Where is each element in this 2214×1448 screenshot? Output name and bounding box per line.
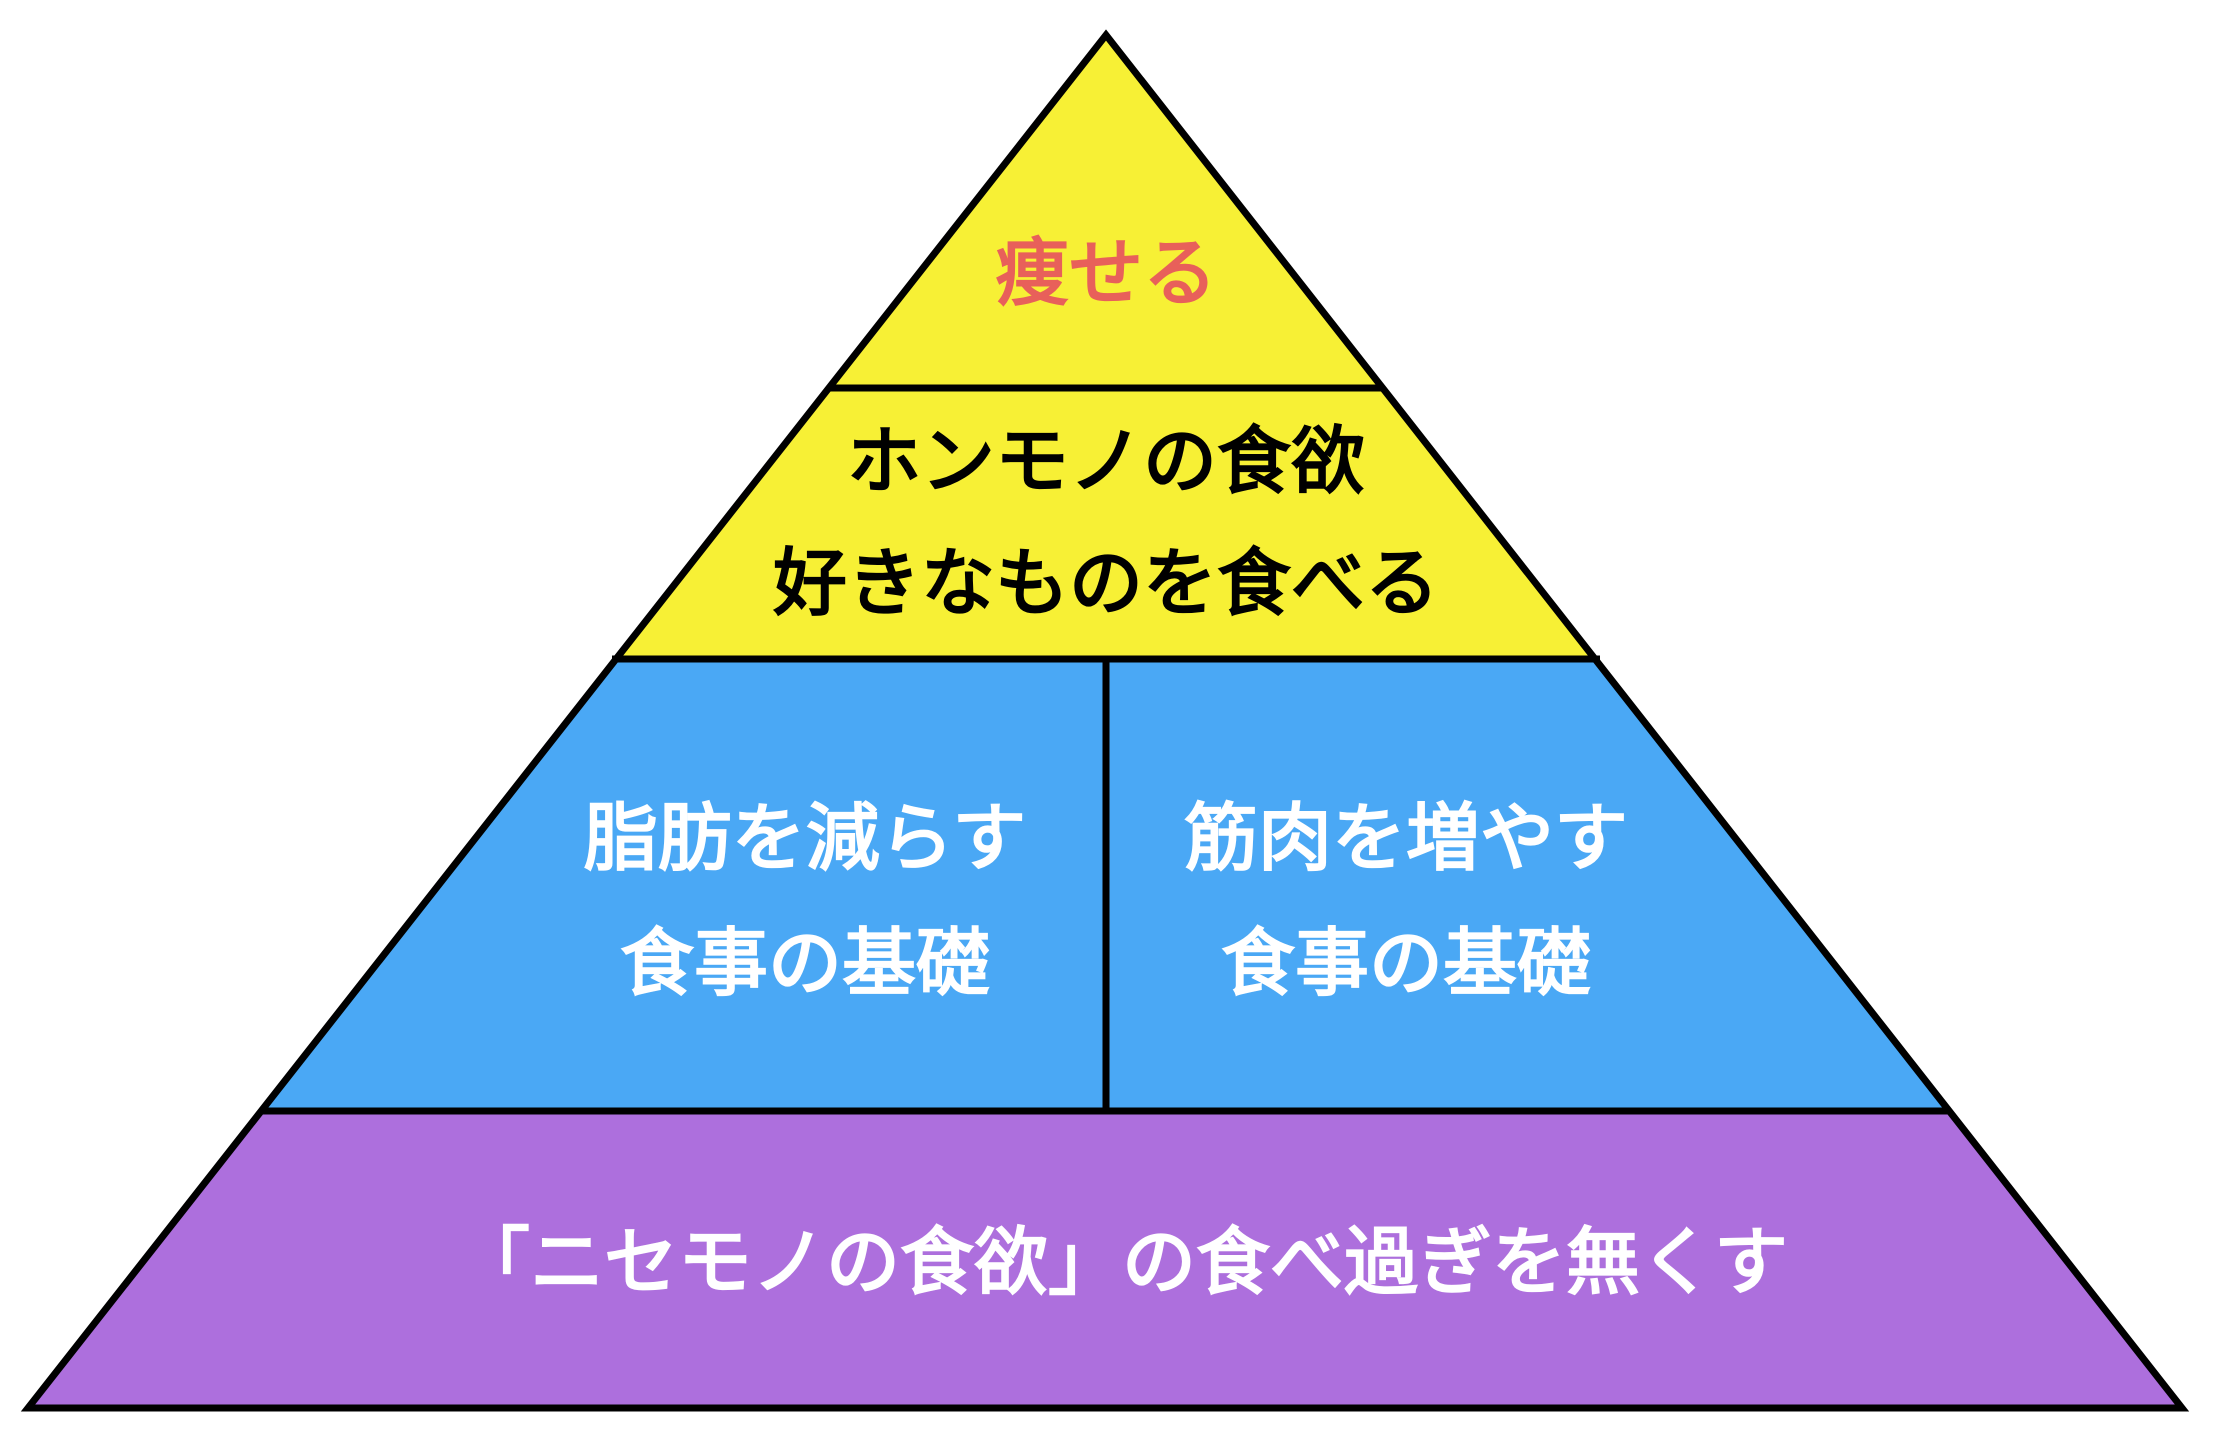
base-label: 「ニセモノの食欲」の食べ過ぎを無くす (456, 1220, 1788, 1306)
second-line2: 好きなものを食べる (772, 541, 1439, 627)
tier-third-left (261, 659, 1106, 1111)
pyramid-outlines (20, 29, 2190, 1412)
right-line2: 食事の基礎 (1221, 921, 1591, 1007)
tier-third-right (1106, 659, 1951, 1111)
top-label: 痩せる (995, 231, 1217, 317)
left-line1: 脂肪を減らす (584, 796, 1027, 882)
left-line2: 食事の基礎 (620, 921, 990, 1007)
tier-second (616, 388, 1596, 659)
tier-base (28, 1111, 2182, 1408)
second-line1: ホンモノの食欲 (847, 419, 1365, 505)
tier-top (829, 35, 1383, 388)
right-line1: 筋肉を増やす (1184, 796, 1628, 882)
